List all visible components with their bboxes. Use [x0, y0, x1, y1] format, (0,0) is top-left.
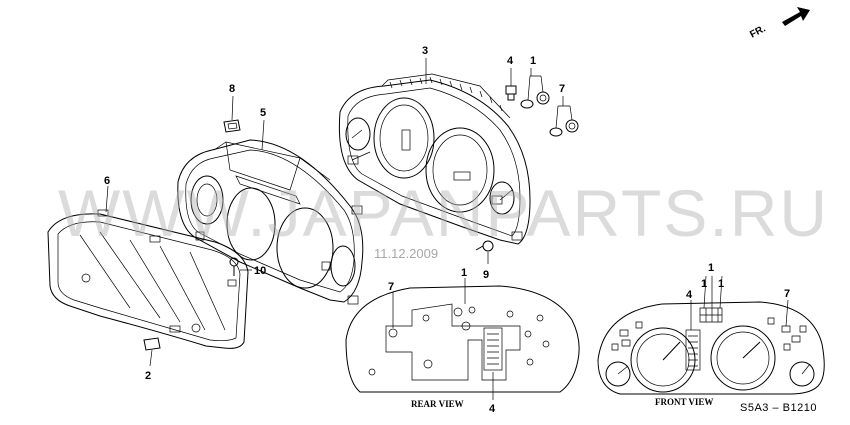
- callout-4: 4: [507, 55, 514, 67]
- front-view-caption: FRONT VIEW: [655, 397, 713, 407]
- callout-5: 5: [260, 107, 266, 119]
- arrow-icon: [782, 7, 810, 26]
- part-9-screw: [475, 240, 494, 252]
- part-5-meter-case: [177, 139, 364, 305]
- part-10-screw: [229, 257, 239, 276]
- rear-callout-7: 7: [388, 281, 394, 293]
- front-callout-4: 4: [686, 289, 693, 301]
- callout-9: 9: [483, 269, 489, 281]
- callout-1: 1: [530, 55, 536, 67]
- front-callout-1c: 1: [718, 278, 724, 290]
- part-7-bulbs: [549, 105, 579, 137]
- front-direction-arrow: FR.: [748, 7, 810, 41]
- part-2-clip: [143, 337, 161, 351]
- part-6-lens-cover: [47, 209, 249, 349]
- fr-label: FR.: [748, 23, 768, 40]
- watermark: WWW.JAPANPARTS.RU: [58, 176, 829, 250]
- diagram-code: S5A3 – B1210: [740, 402, 817, 414]
- rear-callout-1: 1: [461, 267, 467, 279]
- front-callout-1a: 1: [708, 262, 714, 274]
- rear-callout-4: 4: [489, 403, 496, 415]
- part-8-clip: [223, 119, 241, 133]
- callout-10: 10: [254, 265, 266, 277]
- rear-view-caption: REAR VIEW: [411, 399, 464, 409]
- front-view-panel: [597, 301, 825, 395]
- part-1-bulbs: [520, 75, 550, 109]
- rear-view-panel: [345, 285, 580, 393]
- callout-2: 2: [145, 370, 151, 382]
- callout-6: 6: [104, 175, 110, 187]
- date-stamp: 11.12.2009: [374, 246, 438, 261]
- callout-8: 8: [229, 83, 235, 95]
- front-callout-1b: 1: [701, 278, 707, 290]
- callout-7: 7: [559, 83, 565, 95]
- part-4-bulb-socket: [505, 85, 517, 101]
- part-3-gauge-assembly: [338, 73, 531, 245]
- callout-3: 3: [422, 45, 428, 57]
- front-callout-7: 7: [784, 288, 790, 300]
